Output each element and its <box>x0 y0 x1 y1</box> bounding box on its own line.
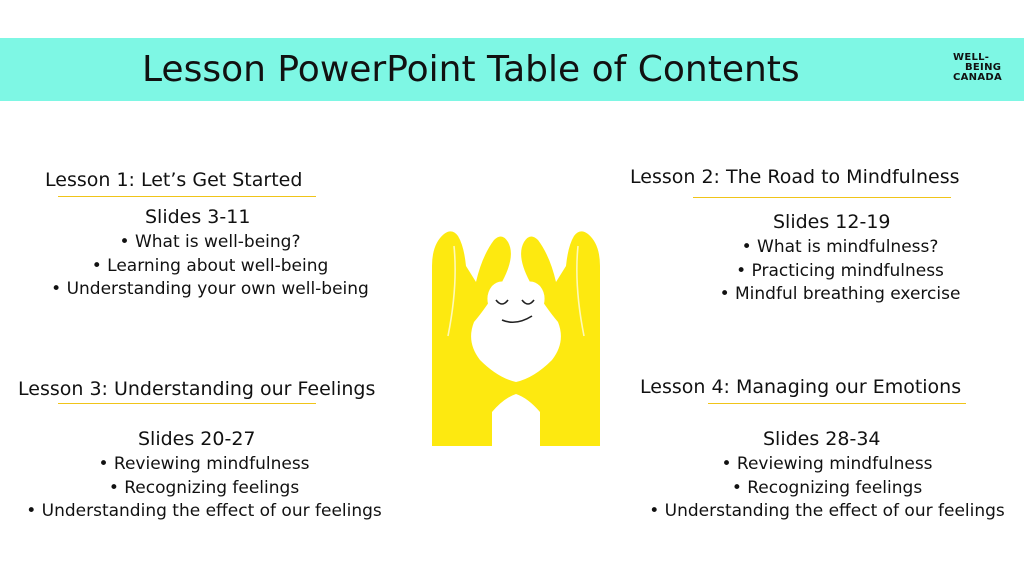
right-finger-line <box>576 245 585 337</box>
heart-hands-shape <box>432 231 600 446</box>
lesson-4-divider <box>708 403 966 404</box>
logo-line-2: BEING <box>965 62 1002 73</box>
lesson-3-bullet-list: Reviewing mindfulness Recognizing feelin… <box>6 453 402 524</box>
list-item: Understanding your own well-being <box>20 278 400 302</box>
lesson-2-bullet-list: What is mindfulness? Practicing mindfuln… <box>660 236 1020 307</box>
lesson-2-slides: Slides 12-19 <box>773 211 891 233</box>
title-bar <box>0 38 1024 101</box>
right-eye <box>521 299 535 305</box>
list-item: Mindful breathing exercise <box>660 283 1020 307</box>
list-item: Learning about well-being <box>20 255 400 279</box>
lesson-1-divider <box>58 196 316 197</box>
lesson-1-title: Lesson 1: Let’s Get Started <box>45 169 303 191</box>
lesson-3-divider <box>58 403 316 404</box>
lesson-3-slides: Slides 20-27 <box>138 428 256 450</box>
lesson-2-divider <box>693 197 951 198</box>
smile <box>501 315 533 324</box>
list-item: Understanding the effect of our feelings <box>6 500 402 524</box>
list-item: Recognizing feelings <box>632 477 1022 501</box>
lesson-1-bullet-list: What is well-being? Learning about well-… <box>20 231 400 302</box>
heart-hands-smiling-face-icon <box>432 231 600 446</box>
well-being-canada-logo: WELL- BEING CANADA <box>953 53 1013 83</box>
list-item: Reviewing mindfulness <box>632 453 1022 477</box>
list-item: What is well-being? <box>20 231 400 255</box>
lesson-3-title: Lesson 3: Understanding our Feelings <box>18 378 376 400</box>
list-item: Understanding the effect of our feelings <box>632 500 1022 524</box>
heart-cutout <box>487 281 545 334</box>
logo-line-3: CANADA <box>953 72 1003 83</box>
lesson-4-bullet-list: Reviewing mindfulness Recognizing feelin… <box>632 453 1022 524</box>
list-item: Reviewing mindfulness <box>6 453 402 477</box>
list-item: Practicing mindfulness <box>660 260 1020 284</box>
lesson-1-slides: Slides 3-11 <box>145 206 251 228</box>
lesson-4-slides: Slides 28-34 <box>763 428 881 450</box>
lesson-4-title: Lesson 4: Managing our Emotions <box>640 376 962 398</box>
left-eye <box>495 299 509 305</box>
left-finger-line <box>447 245 456 337</box>
list-item: What is mindfulness? <box>660 236 1020 260</box>
list-item: Recognizing feelings <box>6 477 402 501</box>
logo-line-1: WELL- <box>953 52 990 63</box>
page-title: Lesson PowerPoint Table of Contents <box>142 49 800 90</box>
lesson-2-title: Lesson 2: The Road to Mindfulness <box>630 166 960 188</box>
